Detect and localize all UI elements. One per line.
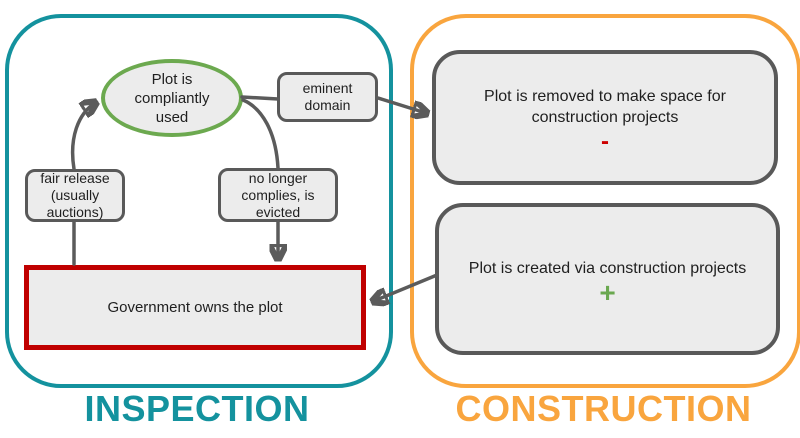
node-plot-removed-label: Plot is removed to make space for constr… bbox=[484, 88, 726, 126]
node-fair-release-label: fair release (usually auctions) bbox=[40, 170, 110, 220]
construction-container bbox=[410, 14, 800, 388]
node-government-owns-plot-label: Government owns the plot bbox=[107, 299, 283, 316]
node-plot-compliantly-used: Plot is compliantly used bbox=[101, 59, 243, 137]
node-eminent-domain-label: eminent domain bbox=[302, 80, 353, 113]
node-eminent-domain: eminent domain bbox=[277, 72, 378, 122]
node-government-owns-plot: Government owns the plot bbox=[24, 265, 366, 350]
node-plot-compliantly-used-label: Plot is compliantly used bbox=[134, 70, 210, 126]
construction-zone-label: CONSTRUCTION bbox=[455, 388, 752, 429]
node-no-longer-complies-label: no longer complies, is evicted bbox=[241, 169, 315, 220]
inspection-container bbox=[5, 14, 393, 388]
node-plot-removed: Plot is removed to make space for constr… bbox=[432, 50, 778, 185]
plus-icon: + bbox=[599, 277, 616, 308]
minus-icon: - bbox=[601, 128, 609, 155]
node-no-longer-complies: no longer complies, is evicted bbox=[218, 168, 338, 222]
node-plot-created: Plot is created via construction project… bbox=[435, 203, 780, 355]
node-plot-created-label: Plot is created via construction project… bbox=[468, 260, 747, 277]
node-fair-release: fair release (usually auctions) bbox=[25, 169, 125, 222]
inspection-zone-label: INSPECTION bbox=[84, 388, 310, 429]
